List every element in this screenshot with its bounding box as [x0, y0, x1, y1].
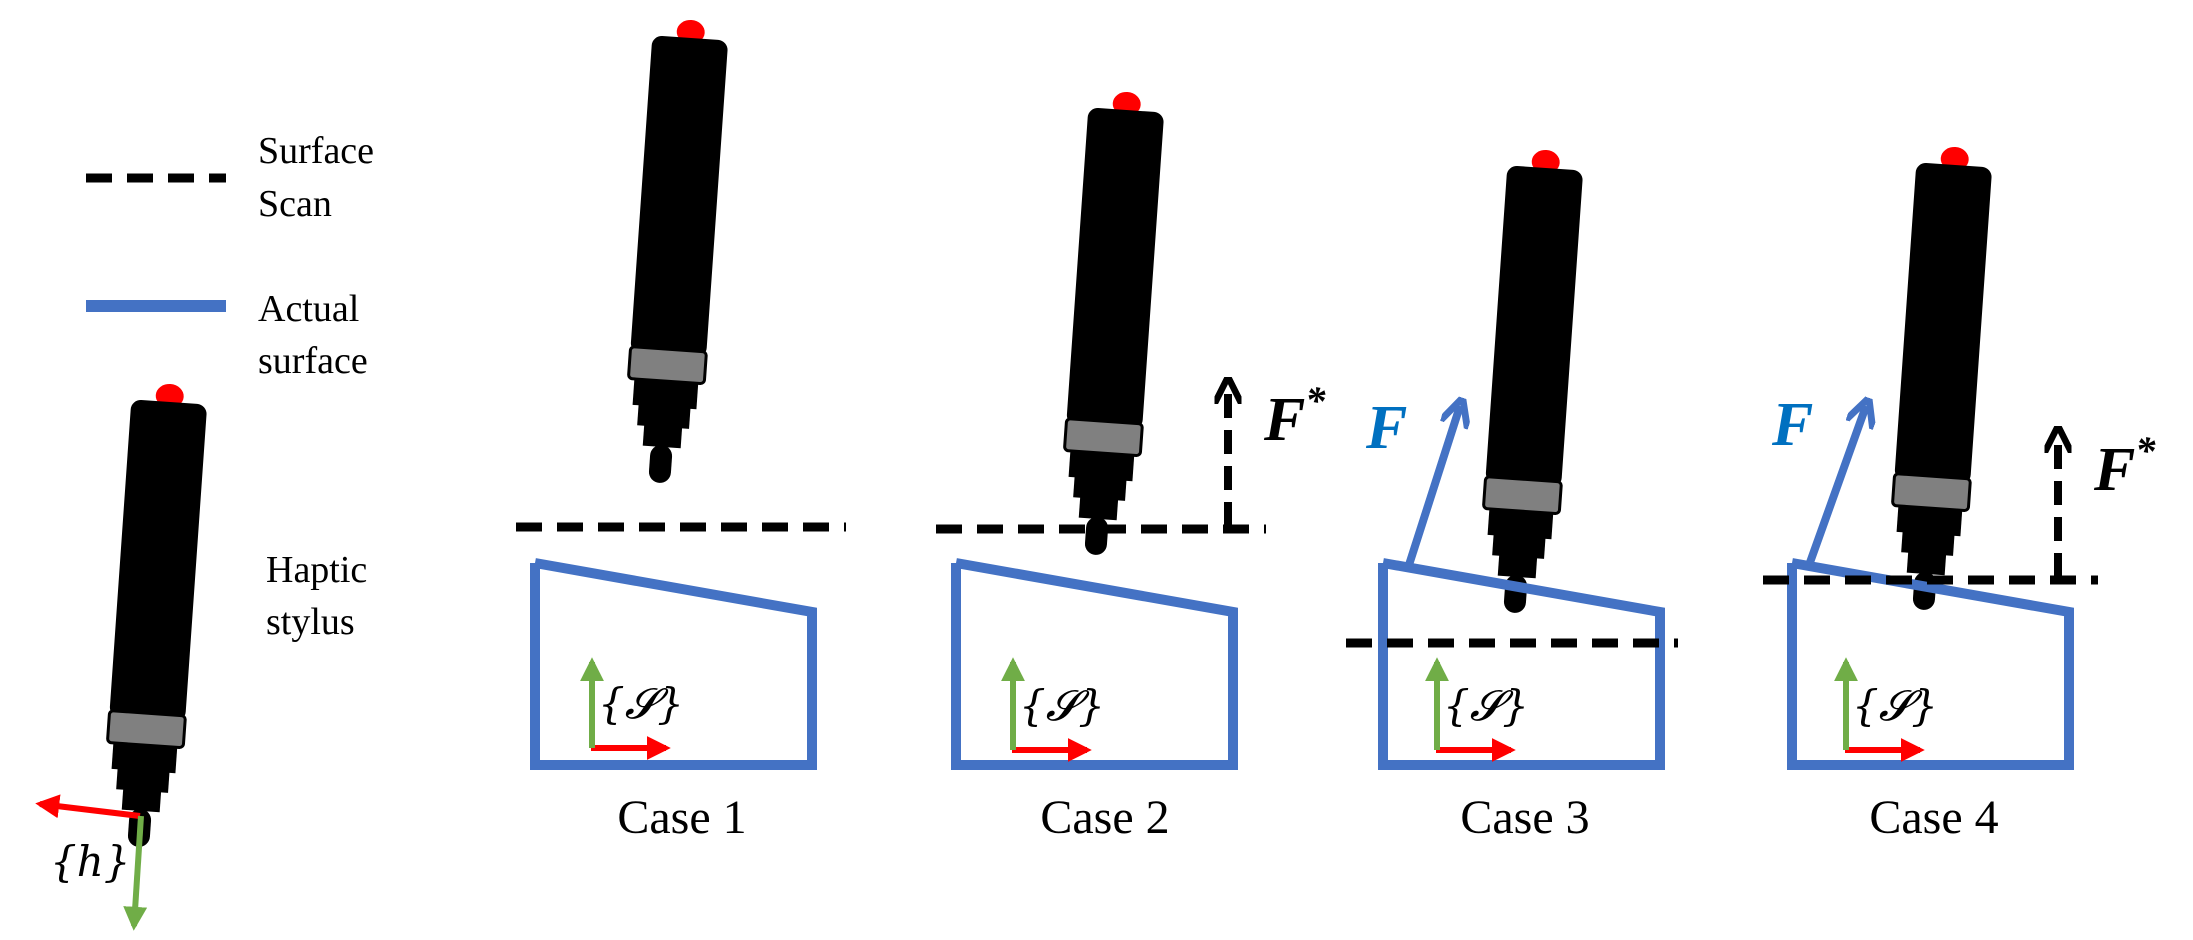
case-4-desired-force-label: F*: [2093, 428, 2156, 504]
case-2-desired-force-label: F*: [1263, 378, 1326, 454]
case-4-frame-label: {𝓢}: [1852, 681, 1938, 730]
case-3: F {𝓢} Case 3: [1346, 145, 1678, 844]
haptic-frame-y-axis: [123, 815, 148, 931]
case-2-label: Case 2: [1040, 791, 1169, 844]
case-4-label: Case 4: [1869, 791, 1998, 844]
case-1: {𝓢} Case 1: [516, 15, 846, 844]
case-4-actual-force-label: F: [1771, 391, 1813, 459]
case-4: F F* {𝓢} Case 4: [1763, 142, 2156, 844]
haptic-frame-x-axis: [35, 794, 141, 819]
case-2: F* {𝓢} Case 2: [936, 87, 1326, 844]
case-3-actual-force-label: F: [1365, 394, 1407, 462]
case-1-label: Case 1: [617, 791, 746, 844]
case-3-label: Case 3: [1460, 791, 1589, 844]
case-3-actual-force-arrow: [1404, 406, 1460, 570]
legend-haptic-stylus-label-line2: stylus: [266, 601, 355, 643]
legend-haptic-stylus-label-line1: Haptic: [266, 549, 367, 591]
haptic-frame-label: {h}: [50, 837, 131, 886]
case-4-actual-force-arrow: [1804, 406, 1866, 570]
case-2-frame-label: {𝓢}: [1019, 681, 1105, 730]
legend-stylus: {h}: [35, 379, 210, 931]
legend-surface-scan-label-line1: Surface: [258, 130, 374, 172]
case-1-stylus: [619, 15, 731, 488]
case-4-stylus: [1883, 142, 1995, 615]
case-2-actual-surface: [956, 563, 1233, 765]
case-1-frame-label: {𝓢}: [598, 679, 684, 728]
case-1-actual-surface: [535, 563, 812, 765]
case-2-stylus: [1055, 87, 1167, 560]
legend-actual-surface-label-line1: Actual: [258, 288, 359, 330]
legend-actual-surface-label-line2: surface: [258, 340, 368, 382]
legend: Surface Scan Actual surface Haptic stylu…: [86, 130, 374, 643]
case-3-stylus: [1474, 145, 1586, 618]
case-3-frame-label: {𝓢}: [1443, 681, 1529, 730]
legend-surface-scan-label-line2: Scan: [258, 183, 332, 225]
